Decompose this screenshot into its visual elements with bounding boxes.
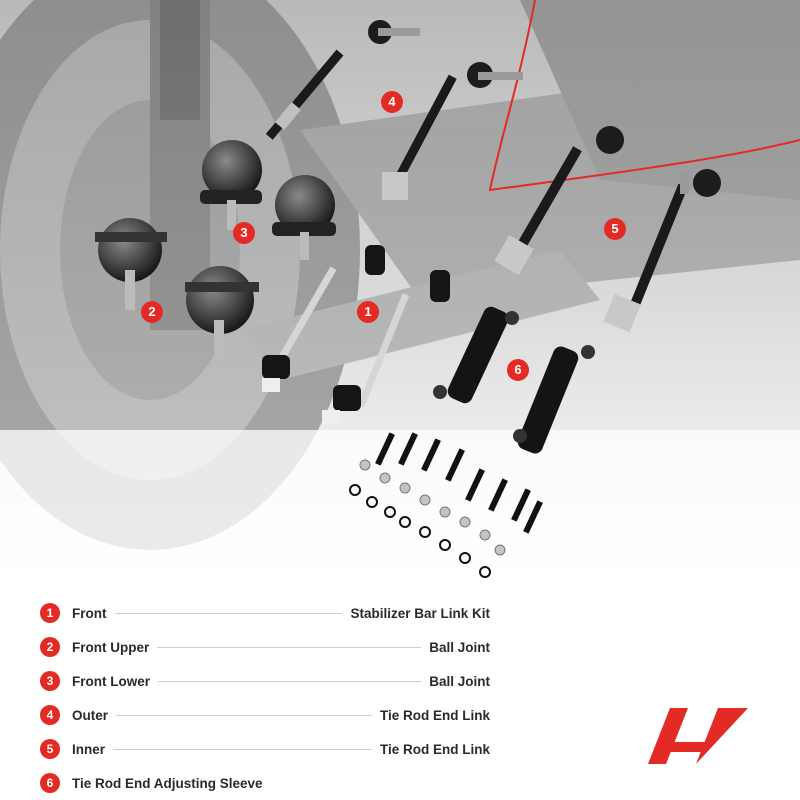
callout-1: 1 (357, 301, 379, 323)
leader-line (158, 680, 422, 682)
leader-line (113, 748, 372, 750)
leader-line (114, 612, 343, 614)
legend-position-label: Outer (72, 707, 109, 723)
inner-tie-rod-end-part (494, 120, 721, 333)
callout-5: 5 (604, 218, 626, 240)
legend-position-label: Front Upper (72, 639, 150, 655)
outer-tie-rod-end-part (265, 20, 523, 200)
legend-row-4: 4 Outer Tie Rod End Link (40, 698, 490, 732)
legend-position-label: Tie Rod End Adjusting Sleeve (72, 775, 263, 791)
callout-6: 6 (507, 359, 529, 381)
stabilizer-bar-link-part (262, 245, 450, 424)
legend-number-badge: 3 (40, 671, 60, 691)
legend-number-badge: 5 (40, 739, 60, 759)
hardware-bolts-nuts (349, 432, 543, 578)
callout-4: 4 (381, 91, 403, 113)
legend-row-1: 1 Front Stabilizer Bar Link Kit (40, 596, 490, 630)
legend-row-3: 3 Front Lower Ball Joint (40, 664, 490, 698)
legend-number-badge: 6 (40, 773, 60, 793)
a-premium-logo-icon (648, 708, 748, 764)
legend-part-name: Stabilizer Bar Link Kit (350, 605, 490, 621)
legend-part-name: Tie Rod End Link (379, 741, 490, 757)
leader-line (116, 714, 372, 716)
legend-number-badge: 2 (40, 637, 60, 657)
adjusting-sleeve-part (433, 306, 595, 454)
product-photo-scene (0, 0, 800, 590)
upper-ball-joint-part (95, 218, 259, 360)
legend-number-badge: 1 (40, 603, 60, 623)
legend-row-2: 2 Front Upper Ball Joint (40, 630, 490, 664)
legend-number-badge: 4 (40, 705, 60, 725)
callout-2: 2 (141, 301, 163, 323)
parts-legend: 1 Front Stabilizer Bar Link Kit 2 Front … (40, 596, 490, 800)
callout-3: 3 (233, 222, 255, 244)
lower-ball-joint-part (200, 140, 336, 260)
legend-row-6: 6 Tie Rod End Adjusting Sleeve (40, 766, 490, 800)
legend-position-label: Front Lower (72, 673, 150, 689)
legend-position-label: Inner (72, 741, 106, 757)
vehicle-background (0, 0, 800, 550)
legend-row-5: 5 Inner Tie Rod End Link (40, 732, 490, 766)
legend-position-label: Front (72, 605, 107, 621)
legend-part-name: Ball Joint (429, 673, 490, 689)
legend-part-name: Tie Rod End Link (379, 707, 490, 723)
legend-part-name: Ball Joint (429, 639, 490, 655)
leader-line (157, 646, 422, 648)
